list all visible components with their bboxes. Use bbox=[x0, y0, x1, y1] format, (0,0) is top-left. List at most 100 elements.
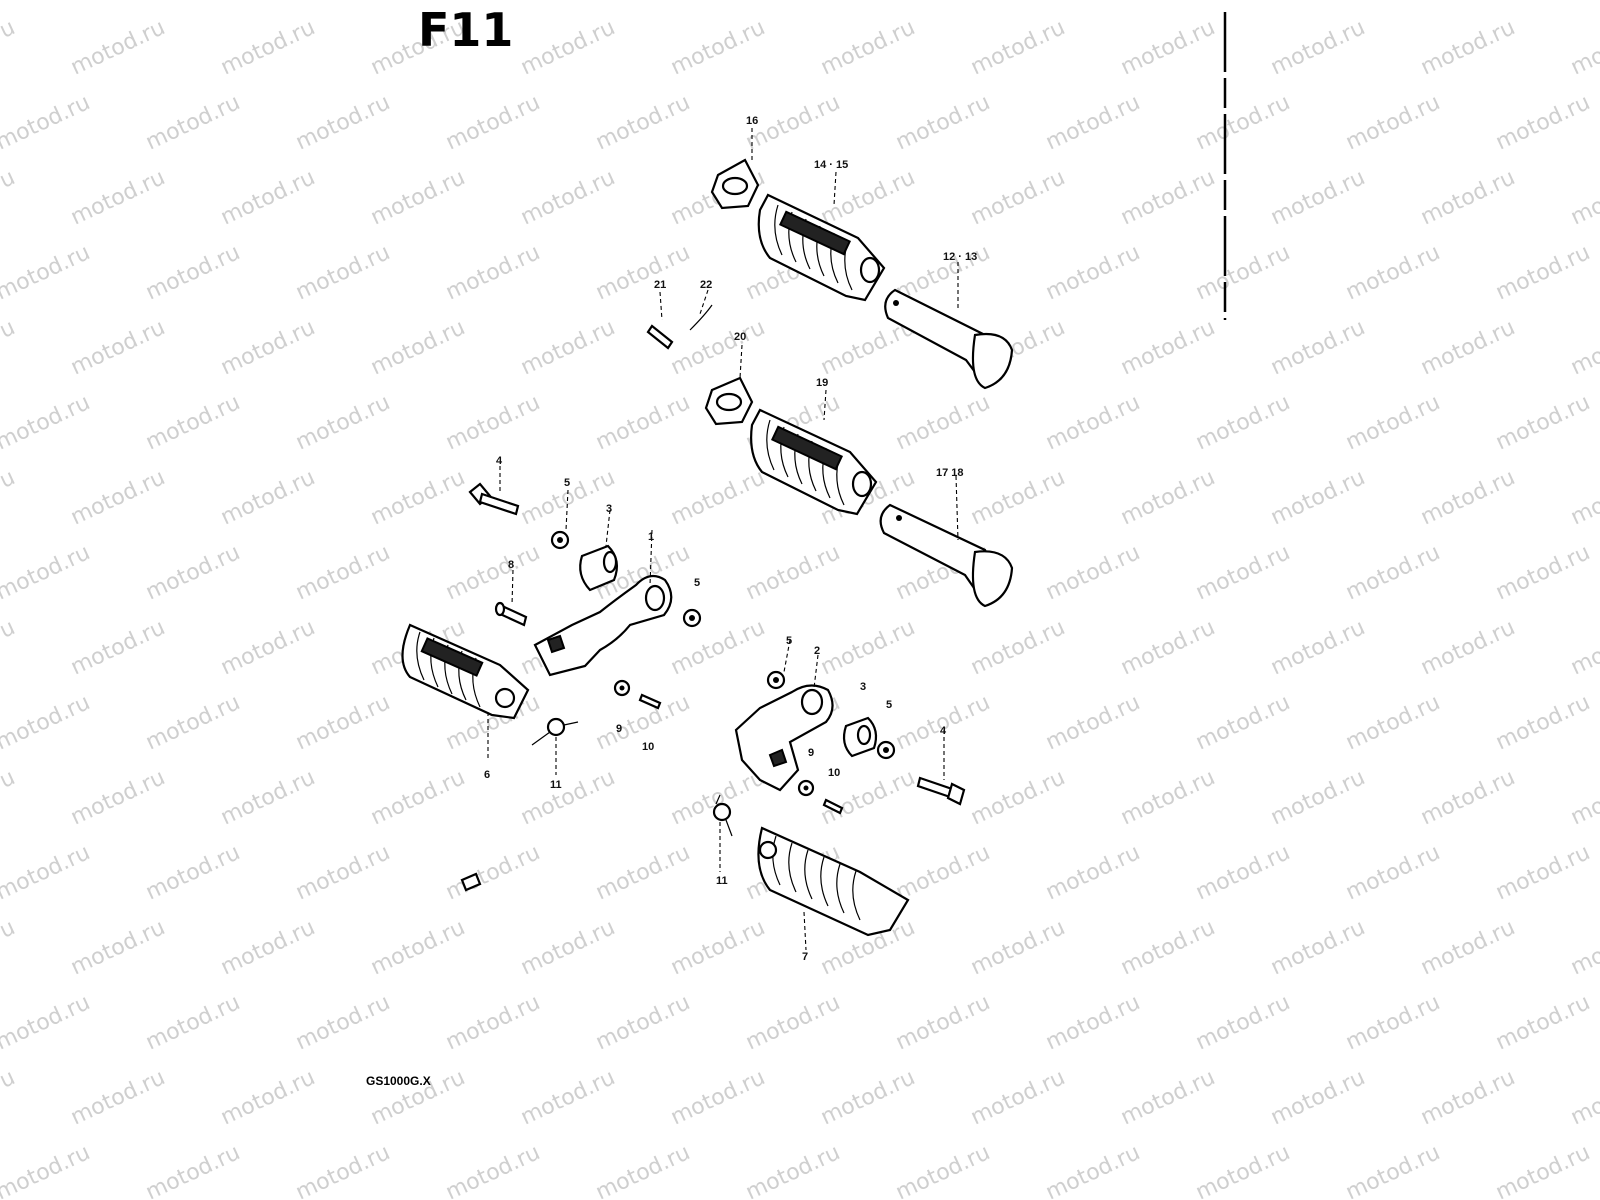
footrest-rubber-19 bbox=[750, 408, 878, 516]
watermark-text: motod.ru bbox=[367, 165, 469, 230]
watermark-text: motod.ru bbox=[817, 615, 919, 680]
watermark-text: motod.ru bbox=[1417, 315, 1519, 380]
watermark-text: motod.ru bbox=[1192, 840, 1294, 905]
watermark-text: motod.ru bbox=[442, 840, 544, 905]
watermark-text: motod.ru bbox=[367, 765, 469, 830]
watermark-text: motod.ru bbox=[292, 840, 394, 905]
watermark-text: motod.ru bbox=[667, 315, 769, 380]
watermark-text: motod.ru bbox=[892, 1140, 994, 1200]
watermark-text: motod.ru bbox=[142, 390, 244, 455]
washer-5-right-outer bbox=[876, 740, 896, 760]
watermark-text: motod.ru bbox=[1267, 165, 1369, 230]
watermark-text: motod.ru bbox=[292, 0, 394, 5]
watermark-text: motod.ru bbox=[1342, 1140, 1444, 1200]
watermark-text: motod.ru bbox=[142, 240, 244, 305]
watermark-text: motod.ru bbox=[592, 390, 694, 455]
watermark-text: motod.ru bbox=[442, 90, 544, 155]
watermark-text: motod.ru bbox=[517, 165, 619, 230]
watermark-text: motod.ru bbox=[1492, 990, 1594, 1055]
watermark-text: motod.ru bbox=[1267, 765, 1369, 830]
callout-5-bracket: 5 bbox=[694, 577, 700, 589]
watermark-text: motod.ru bbox=[892, 390, 994, 455]
watermark-text: motod.ru bbox=[1042, 390, 1144, 455]
watermark-text: motod.ru bbox=[292, 390, 394, 455]
watermark-text: motod.ru bbox=[967, 15, 1069, 80]
watermark-text: motod.ru bbox=[517, 765, 619, 830]
watermark-text: motod.ru bbox=[592, 1140, 694, 1200]
watermark-text: motod.ru bbox=[1192, 0, 1294, 5]
watermark-text: motod.ru bbox=[0, 240, 94, 305]
watermark-text: motod.ru bbox=[0, 0, 94, 5]
cotter-pin-10-left bbox=[638, 693, 662, 710]
callout-7: 7 bbox=[802, 951, 808, 963]
watermark-text: motod.ru bbox=[67, 915, 169, 980]
clip-22 bbox=[689, 304, 713, 331]
callout-11-left: 11 bbox=[550, 779, 562, 791]
washer-5-bracket bbox=[682, 608, 702, 628]
callout-5-left: 5 bbox=[564, 477, 570, 489]
watermark-text: motod.ru bbox=[1042, 1140, 1144, 1200]
bolt-4-left bbox=[468, 482, 520, 516]
callout-labels: 16 14 · 15 12 · 13 21 22 20 19 17 18 4 5… bbox=[484, 115, 977, 963]
callout-22: 22 bbox=[700, 279, 712, 291]
watermark-text: motod.ru bbox=[1567, 615, 1600, 680]
footrest-rubber-7 bbox=[757, 826, 910, 937]
watermark-text: motod.ru bbox=[1267, 15, 1369, 80]
watermark-text: motod.ru bbox=[742, 0, 844, 5]
pin-8 bbox=[494, 601, 528, 627]
watermark-text: motod.ru bbox=[667, 15, 769, 80]
watermark-text: motod.ru bbox=[0, 165, 19, 230]
watermark-text: motod.ru bbox=[1042, 690, 1144, 755]
watermark-text: motod.ru bbox=[592, 840, 694, 905]
callout-8: 8 bbox=[508, 559, 514, 571]
watermark-text: motod.ru bbox=[67, 1065, 169, 1130]
callout-1: 1 bbox=[648, 531, 654, 543]
washer-5-left bbox=[550, 530, 570, 550]
watermark-text: motod.ru bbox=[1417, 465, 1519, 530]
watermark-text: motod.ru bbox=[217, 765, 319, 830]
watermark-text: motod.ru bbox=[1567, 165, 1600, 230]
watermark-text: motod.ru bbox=[142, 0, 244, 5]
watermark-text: motod.ru bbox=[67, 165, 169, 230]
callout-19: 19 bbox=[816, 377, 828, 389]
watermark-text: motod.ru bbox=[1567, 315, 1600, 380]
watermark-text: motod.ru bbox=[667, 465, 769, 530]
callout-3-right: 3 bbox=[860, 681, 866, 693]
watermark-text: motod.ru bbox=[1117, 1065, 1219, 1130]
watermark-text: motod.ru bbox=[0, 765, 19, 830]
watermark-text: motod.ru bbox=[967, 615, 1069, 680]
watermark-text: motod.ru bbox=[1042, 240, 1144, 305]
callout-5-right-outer: 5 bbox=[886, 699, 892, 711]
watermark-text: motod.ru bbox=[1117, 465, 1219, 530]
watermark-text: motod.ru bbox=[967, 165, 1069, 230]
watermark-text: motod.ru bbox=[442, 540, 544, 605]
watermark-text: motod.ru bbox=[1117, 765, 1219, 830]
watermark-text: motod.ru bbox=[67, 315, 169, 380]
watermark-text: motod.ru bbox=[442, 990, 544, 1055]
callout-14-15: 14 · 15 bbox=[814, 159, 848, 171]
gasket-plate-20 bbox=[704, 376, 754, 426]
watermark-text: motod.ru bbox=[217, 15, 319, 80]
watermark-text: motod.ru bbox=[292, 990, 394, 1055]
footrest-pin-17-18 bbox=[879, 503, 1014, 608]
watermark-text: motod.ru bbox=[1417, 165, 1519, 230]
gasket-plate-16 bbox=[710, 158, 760, 210]
watermark-text: motod.ru bbox=[592, 0, 694, 5]
watermark-text: motod.ru bbox=[1417, 615, 1519, 680]
watermark-text: motod.ru bbox=[217, 1065, 319, 1130]
watermark-text: motod.ru bbox=[1567, 465, 1600, 530]
watermark-text: motod.ru bbox=[1567, 765, 1600, 830]
watermark-text: motod.ru bbox=[217, 615, 319, 680]
watermark-text: motod.ru bbox=[1492, 540, 1594, 605]
spring-11-left bbox=[531, 717, 579, 746]
watermark-text: motod.ru bbox=[1567, 915, 1600, 980]
watermark-text: motod.ru bbox=[1267, 465, 1369, 530]
watermark-text: motod.ru bbox=[1117, 165, 1219, 230]
watermark-text: motod.ru bbox=[892, 990, 994, 1055]
watermark-text: motod.ru bbox=[592, 240, 694, 305]
watermark-text: motod.ru bbox=[1567, 1065, 1600, 1130]
callout-5-right: 5 bbox=[786, 635, 792, 647]
watermark-text: motod.ru bbox=[1417, 15, 1519, 80]
watermark-text: motod.ru bbox=[1342, 0, 1444, 5]
